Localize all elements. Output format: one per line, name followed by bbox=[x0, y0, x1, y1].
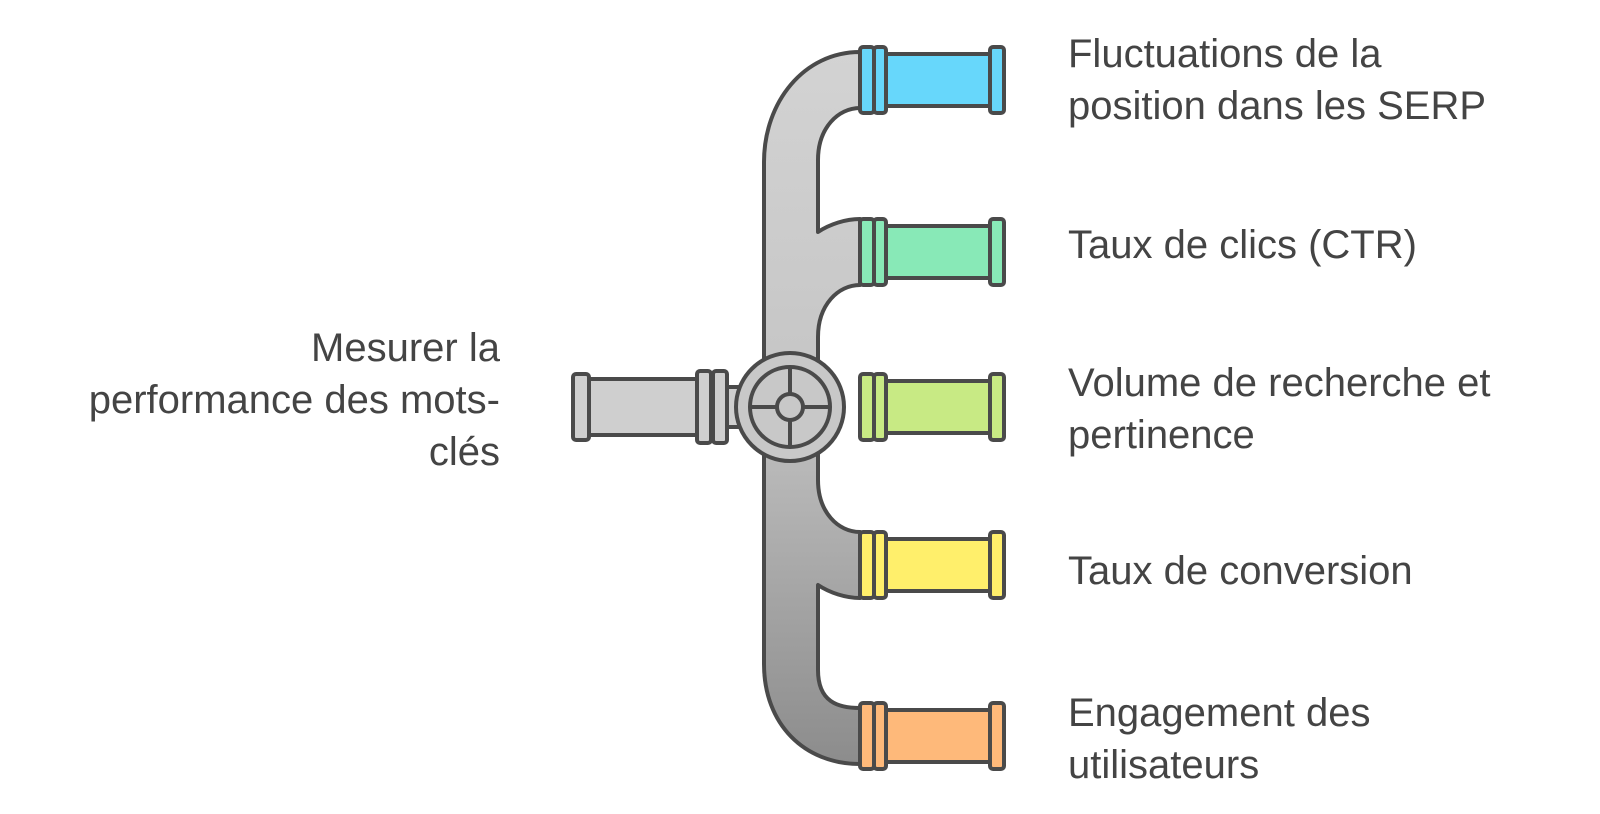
output-label-line: position dans les SERP bbox=[1068, 84, 1487, 128]
output-label-line: pertinence bbox=[1068, 413, 1255, 457]
source-label-line-1: Mesurer la bbox=[311, 326, 500, 370]
outlet-pipe-user-engagement bbox=[858, 701, 1006, 771]
input-pipe bbox=[571, 369, 749, 445]
outlet-pipes bbox=[858, 45, 1006, 771]
source-label-line-2: performance des mots- bbox=[88, 378, 500, 422]
valve-wheel bbox=[734, 351, 846, 463]
output-label-line: Engagement des bbox=[1068, 691, 1371, 735]
output-label-ctr: Taux de clics (CTR) bbox=[1068, 219, 1417, 271]
output-label-conversion-rate: Taux de conversion bbox=[1068, 545, 1413, 597]
output-label-line: Volume de recherche et bbox=[1068, 361, 1491, 405]
output-label-line: Taux de clics (CTR) bbox=[1068, 223, 1417, 267]
output-label-serp-position: Fluctuations de la position dans les SER… bbox=[1068, 28, 1486, 132]
source-label: Mesurer la performance des mots- clés bbox=[20, 322, 500, 478]
output-label-line: Taux de conversion bbox=[1068, 549, 1413, 593]
outlet-pipe-conversion-rate bbox=[858, 530, 1006, 600]
output-label-line: utilisateurs bbox=[1068, 743, 1260, 787]
output-label-user-engagement: Engagement des utilisateurs bbox=[1068, 687, 1370, 791]
outlet-pipe-search-volume bbox=[858, 372, 1006, 442]
output-label-search-volume: Volume de recherche et pertinence bbox=[1068, 357, 1490, 461]
outlet-pipe-serp-position bbox=[858, 45, 1006, 115]
output-label-line: Fluctuations de la bbox=[1068, 32, 1382, 76]
outlet-pipe-ctr bbox=[858, 217, 1006, 287]
source-label-line-3: clés bbox=[428, 430, 500, 474]
